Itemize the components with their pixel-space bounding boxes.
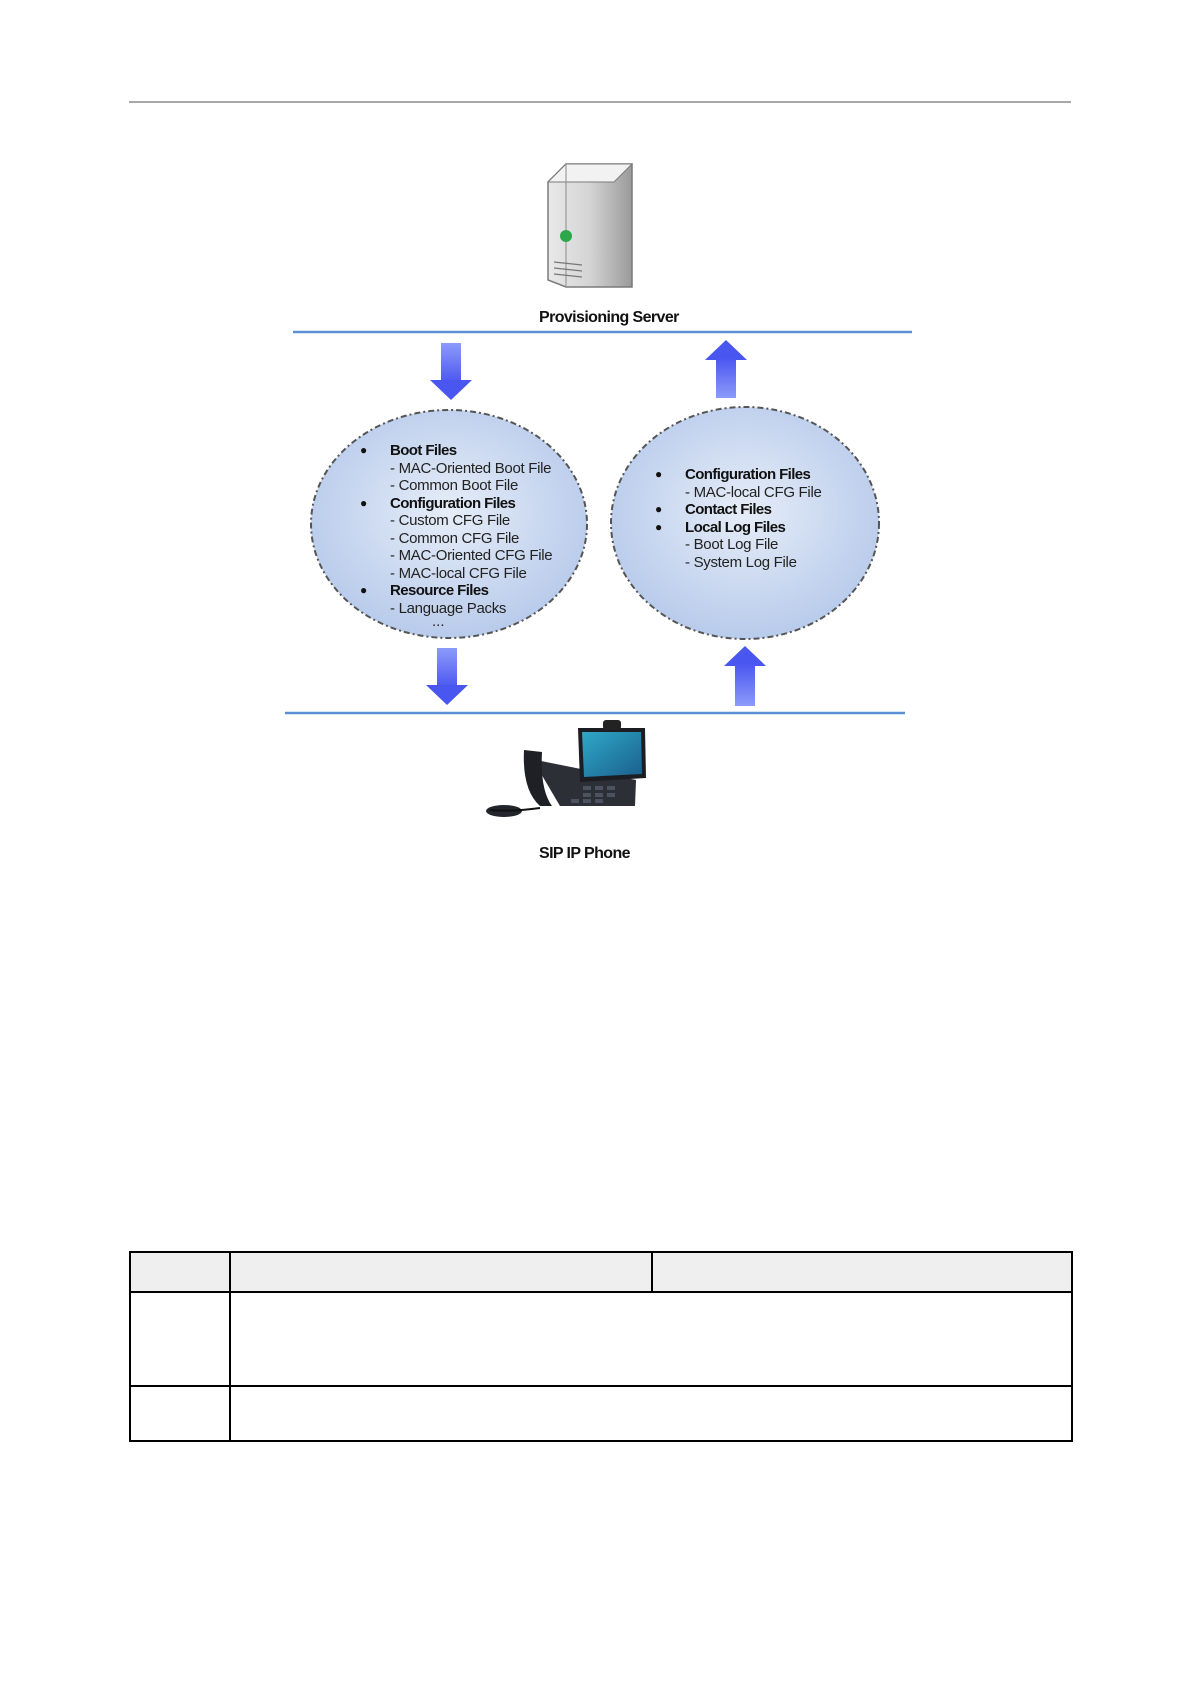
table-header-cell	[230, 1252, 652, 1292]
table-cell	[230, 1292, 1072, 1386]
table-row	[130, 1292, 1072, 1386]
left-group-item: MAC-local CFG File	[390, 565, 552, 583]
provisioning-diagram: Provisioning Server SIP IP Phone Boot Fi…	[0, 0, 1191, 900]
down-arrow-top	[430, 343, 472, 400]
right-group-heading: Configuration Files	[685, 466, 822, 484]
right-group-item: System Log File	[685, 554, 822, 572]
table-row	[130, 1386, 1072, 1441]
up-arrow-top	[705, 340, 747, 398]
server-icon	[543, 161, 637, 292]
table-cell	[130, 1386, 230, 1441]
right-group-heading: Local Log Files	[685, 519, 822, 537]
right-group-heading: Contact Files	[685, 501, 822, 519]
left-group-item: Custom CFG File	[390, 512, 552, 530]
phone-label: SIP IP Phone	[539, 845, 630, 863]
left-group-item: Common CFG File	[390, 530, 552, 548]
table-cell	[230, 1386, 1072, 1441]
left-group-heading: Resource Files	[390, 582, 552, 600]
down-arrow-bottom	[426, 648, 468, 705]
right-group-item: MAC-local CFG File	[685, 484, 822, 502]
diagram-graphics	[0, 0, 1191, 900]
server-label: Provisioning Server	[539, 309, 679, 327]
left-group-heading: Boot Files	[390, 442, 552, 460]
left-bubble-text: Boot Files MAC-Oriented Boot File Common…	[390, 442, 552, 627]
right-group-item: Boot Log File	[685, 536, 822, 554]
table-cell	[130, 1292, 230, 1386]
table-header-cell	[652, 1252, 1072, 1292]
info-table	[129, 1251, 1073, 1442]
left-group-item: MAC-Oriented Boot File	[390, 460, 552, 478]
left-ellipsis: ...	[390, 617, 552, 627]
right-bubble-text: Configuration Files MAC-local CFG File C…	[685, 466, 822, 571]
left-group-item: MAC-Oriented CFG File	[390, 547, 552, 565]
left-group-item: Common Boot File	[390, 477, 552, 495]
table-header-cell	[130, 1252, 230, 1292]
left-group-heading: Configuration Files	[390, 495, 552, 513]
up-arrow-bottom	[724, 646, 766, 706]
ip-phone-icon	[486, 720, 646, 817]
table-header-row	[130, 1252, 1072, 1292]
left-group-item: Language Packs	[390, 600, 552, 618]
